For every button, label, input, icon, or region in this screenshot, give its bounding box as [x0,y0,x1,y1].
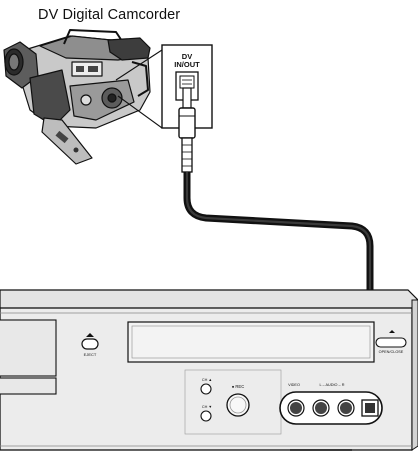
dv-input-jack [361,399,379,417]
dvd-recorder: EJECT OPEN/CLOSE CH ▲ CH ▼ [0,289,418,451]
cable-plug-top [182,87,192,109]
rec-button[interactable]: ● REC [226,384,250,417]
diagram-title: DV Digital Camcorder [38,7,181,23]
audio-left-jack [312,399,330,417]
rec-label: ● REC [232,384,245,389]
eject-label: EJECT [84,352,97,357]
camcorder-illustration [3,29,151,165]
audio-right-jack [337,399,355,417]
dv-label: DV [182,52,192,61]
ch-up-label: CH ▲ [202,378,212,382]
dv-inout-label: IN/OUT [174,60,200,69]
eject-button[interactable]: EJECT [81,333,99,357]
channel-down-button[interactable]: CH ▼ [200,405,212,422]
disc-tray [127,321,375,363]
open-close-button[interactable]: OPEN/CLOSE [375,330,407,354]
audio-input-label: L – AUDIO – R [320,383,345,387]
channel-up-button[interactable]: CH ▲ [200,378,212,395]
ch-down-label: CH ▼ [202,405,212,409]
open-close-label: OPEN/CLOSE [379,350,404,354]
video-jack [287,399,305,417]
front-input-panel: VIDEO L – AUDIO – R [279,383,383,425]
callout-lines [115,49,163,129]
video-input-label: VIDEO [288,383,300,387]
